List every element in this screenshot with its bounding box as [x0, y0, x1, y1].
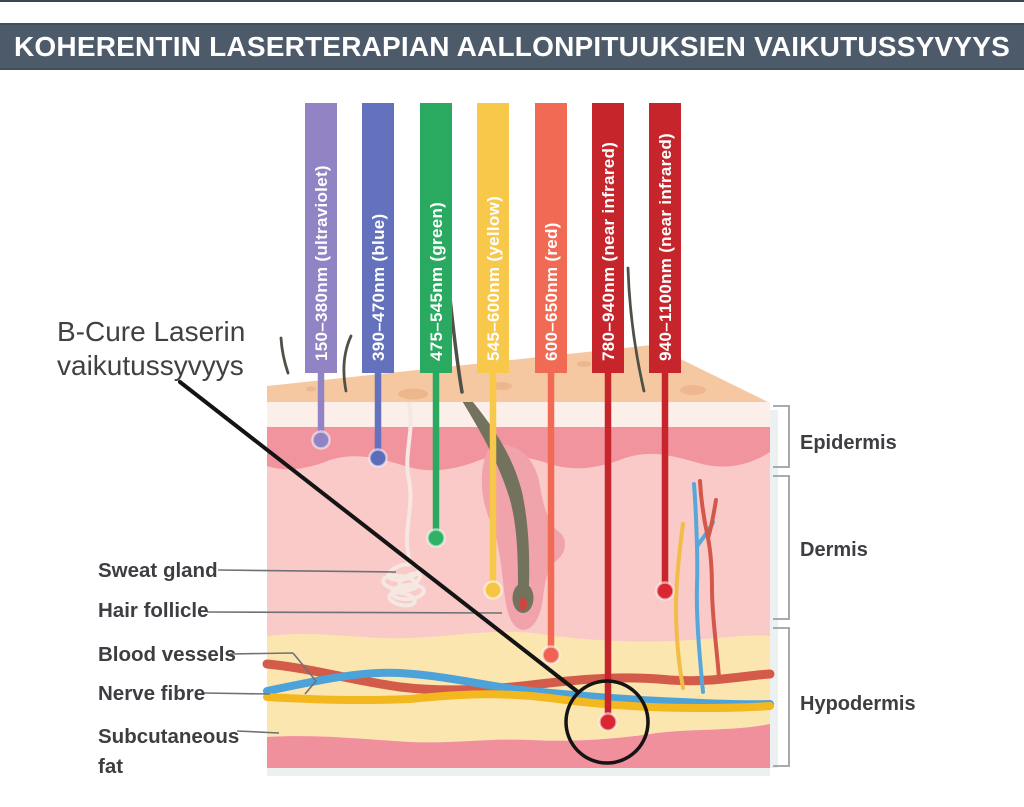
- leader-hair-follicle: [206, 611, 503, 614]
- label-epidermis: Epidermis: [800, 432, 897, 454]
- leader-subcutaneous-fat: [236, 730, 280, 734]
- epidermis-layer: [267, 427, 770, 471]
- bar-label-red: 600–650nm (red): [542, 222, 561, 361]
- bar-label-near-infrared-1: 780–940nm (near infrared): [599, 142, 618, 361]
- surface-spots: [306, 361, 706, 400]
- beam-end-ultraviolet: [311, 430, 331, 450]
- bar-yellow: 545–600nm (yellow): [477, 103, 509, 600]
- bar-label-blue: 390–470nm (blue): [369, 214, 388, 361]
- label-sweat-gland: Sweat gland: [98, 559, 218, 582]
- bcure-depth-circle: [564, 679, 650, 765]
- left-annotations: Sweat gland Hair follicle Blood vessels …: [98, 559, 503, 778]
- bcure-label-line1: B-Cure Laserin: [57, 316, 245, 347]
- capillary-red-branch: [706, 498, 718, 540]
- hair-short-1: [342, 334, 353, 393]
- top-border-rule: [0, 0, 1024, 2]
- beam-end-green: [426, 528, 446, 548]
- epidermis-top-strip: [267, 402, 770, 427]
- blood-vessel-blue: [263, 668, 774, 709]
- block-bottom-shadow: [267, 768, 770, 776]
- hair-long-2: [626, 266, 646, 393]
- bcure-annotation: B-Cure Laserin vaikutussyvyys: [57, 316, 650, 765]
- bracket-dermis: [773, 475, 790, 620]
- capillary-blue: [692, 482, 705, 694]
- capillary-red: [698, 479, 721, 680]
- bar-ultraviolet: 150–380nm (ultraviolet): [305, 103, 337, 450]
- beam-end-blue: [368, 448, 388, 468]
- wavelength-bars: 150–380nm (ultraviolet) 390–470nm (blue)…: [305, 103, 681, 732]
- capillary-yellow: [673, 522, 685, 690]
- hair-short-2: [279, 336, 290, 375]
- leader-nerve-fibre: [203, 692, 271, 695]
- label-nerve-fibre: Nerve fibre: [98, 682, 205, 705]
- right-annotations: Epidermis Dermis Hypodermis: [773, 405, 916, 767]
- beam-end-yellow: [483, 580, 503, 600]
- label-subcutaneous-fat-line2: fat: [98, 755, 123, 778]
- bracket-hypodermis: [773, 627, 790, 767]
- follicle-papilla: [519, 597, 527, 611]
- nerve-fibre-yellow: [263, 690, 774, 713]
- bcure-pointer-line: [178, 380, 580, 694]
- bar-blue: 390–470nm (blue): [362, 103, 394, 468]
- bcure-label-line2: vaikutussyvyys: [57, 350, 244, 381]
- label-dermis: Dermis: [800, 539, 868, 561]
- beam-end-near-infrared-2: [655, 581, 675, 601]
- layer-brackets: [773, 405, 790, 767]
- label-hypodermis: Hypodermis: [800, 693, 916, 715]
- label-hair-follicle: Hair follicle: [98, 599, 209, 622]
- bar-label-near-infrared-2: 940–1100nm (near infrared): [656, 133, 675, 361]
- block-right-shadow: [770, 410, 778, 768]
- leader-sweat-gland: [217, 569, 397, 573]
- leader-lines: [203, 569, 503, 734]
- bar-label-ultraviolet: 150–380nm (ultraviolet): [312, 165, 331, 361]
- label-blood-vessels: Blood vessels: [98, 643, 236, 666]
- capillary-bundle: [673, 479, 721, 694]
- bar-red: 600–650nm (red): [535, 103, 567, 665]
- page-title: KOHERENTIN LASERTERAPIAN AALLONPITUUKSIE…: [14, 30, 1010, 62]
- title-banner: KOHERENTIN LASERTERAPIAN AALLONPITUUKSIE…: [0, 23, 1024, 70]
- bar-label-green: 475–545nm (green): [427, 202, 446, 361]
- leader-blood-vessels: [229, 652, 318, 695]
- blood-vessel-red: [262, 659, 775, 695]
- bar-near-infrared-1: 780–940nm (near infrared): [592, 103, 624, 732]
- bar-label-yellow: 545–600nm (yellow): [484, 196, 503, 361]
- bracket-epidermis: [773, 405, 790, 468]
- beam-end-red: [541, 645, 561, 665]
- beam-end-near-infrared-1: [598, 712, 618, 732]
- bar-near-infrared-2: 940–1100nm (near infrared): [649, 103, 681, 601]
- skin-block: [262, 256, 778, 776]
- bar-green: 475–545nm (green): [420, 103, 452, 548]
- label-subcutaneous: Subcutaneous: [98, 725, 239, 748]
